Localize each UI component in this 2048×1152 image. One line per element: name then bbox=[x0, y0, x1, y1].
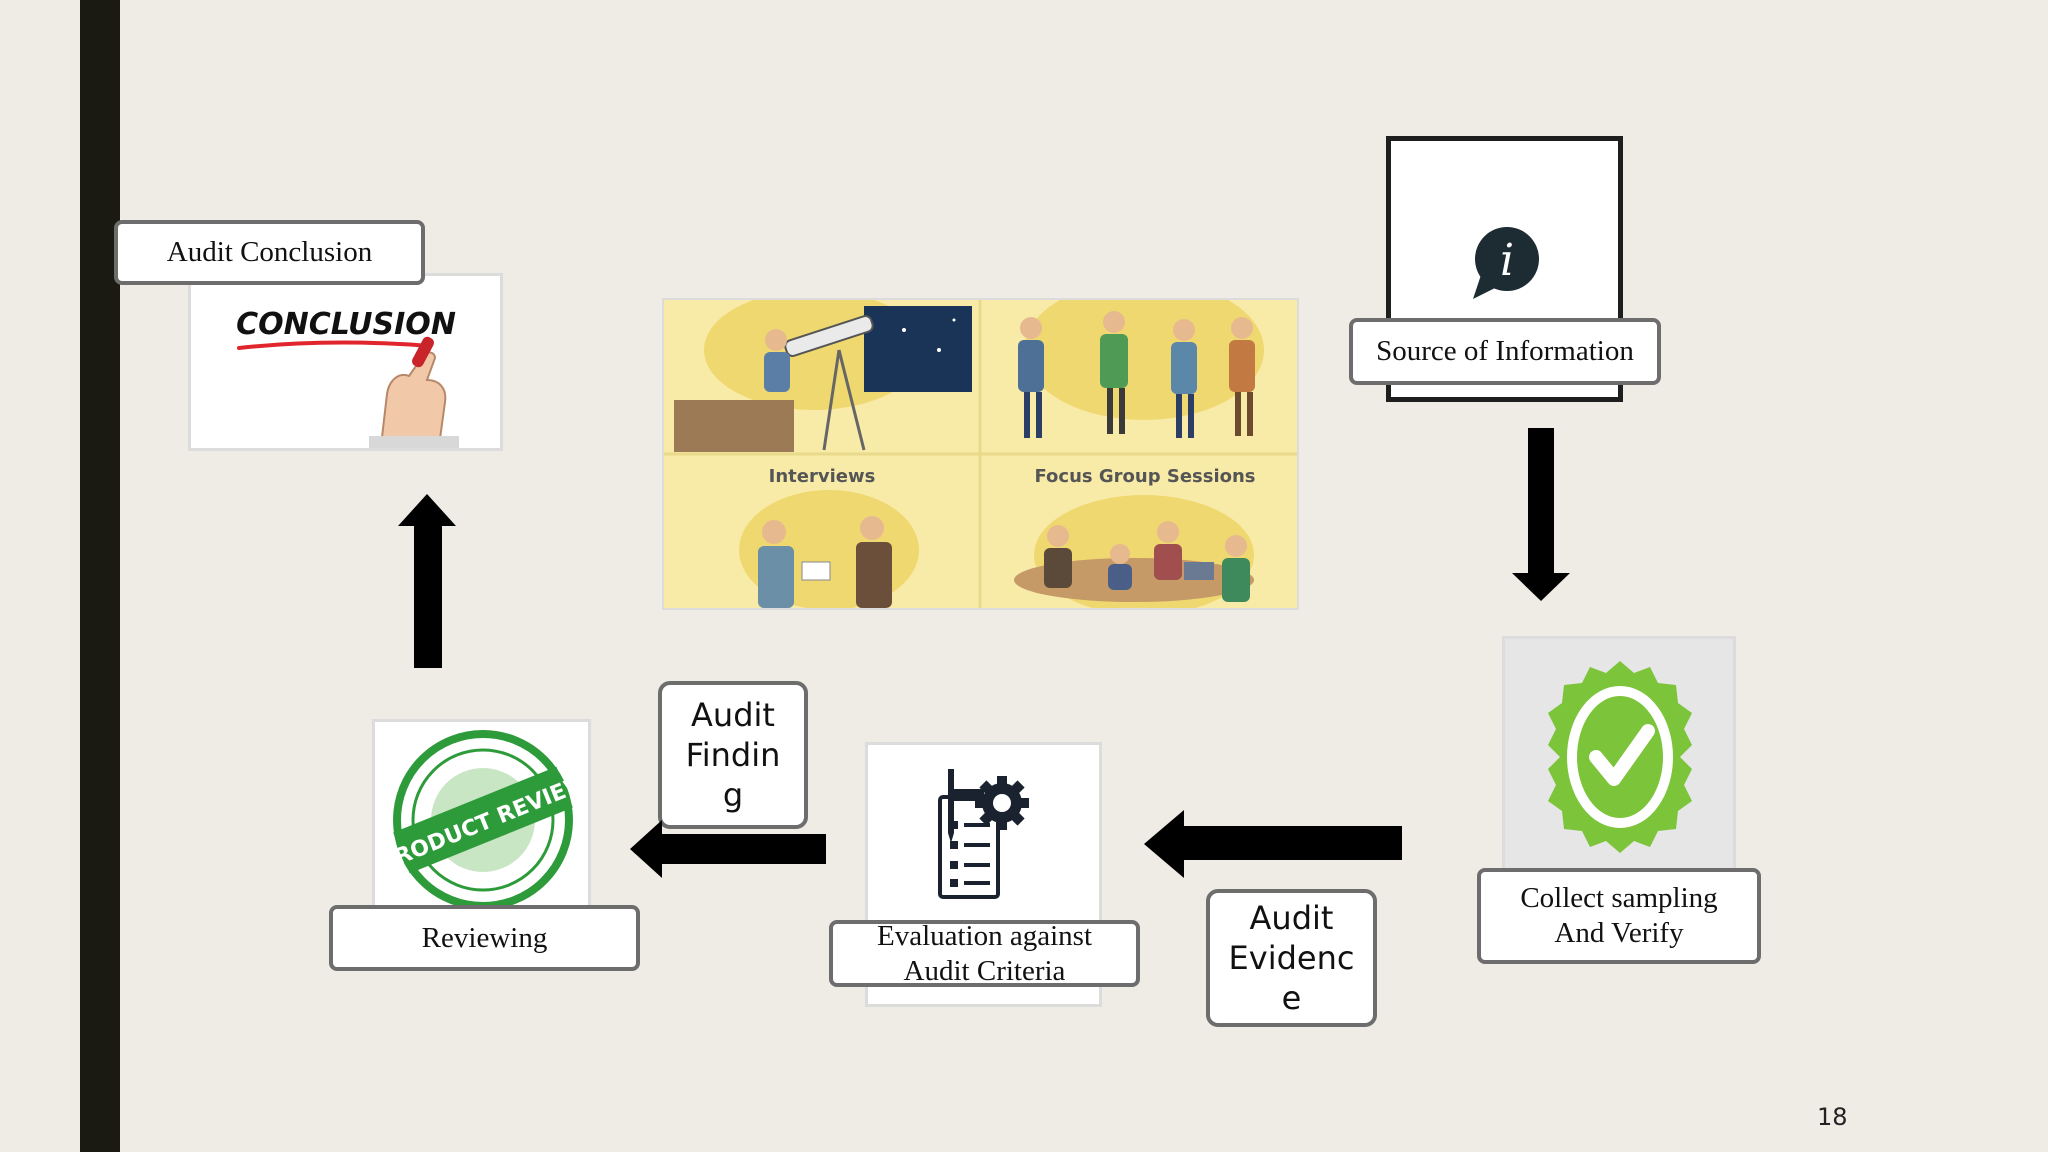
reviewing-image: PRODUCT REVIEW bbox=[372, 719, 591, 912]
audit-finding-label: Audit Findin g bbox=[658, 681, 808, 829]
arrow-up-reviewing-to-conclusion bbox=[398, 494, 456, 668]
collect-sampling-label: Collect sampling And Verify bbox=[1477, 868, 1761, 964]
product-review-stamp-icon: PRODUCT REVIEW bbox=[389, 730, 577, 909]
source-of-information-label: Source of Information bbox=[1349, 318, 1661, 385]
interviews-focus-group-collage: Interviews Focus Group Sessions bbox=[662, 298, 1299, 610]
reviewing-label: Reviewing bbox=[329, 905, 640, 971]
arrow-left-collect-to-evaluation bbox=[1144, 810, 1402, 878]
collect-sampling-image bbox=[1502, 636, 1736, 875]
arrow-left-evaluation-to-reviewing bbox=[630, 820, 826, 878]
evaluation-label: Evaluation against Audit Criteria bbox=[829, 920, 1140, 987]
collage-caption-interviews: Interviews bbox=[769, 466, 876, 487]
conclusion-image: CONCLUSION bbox=[188, 273, 503, 451]
page-number: 18 bbox=[1817, 1103, 1848, 1131]
collage-caption-focus-group: Focus Group Sessions bbox=[1034, 466, 1255, 487]
checklist-gear-icon bbox=[938, 769, 1029, 899]
accent-sidebar-bar bbox=[80, 0, 120, 1152]
conclusion-word: CONCLUSION bbox=[236, 307, 456, 342]
green-check-seal-icon bbox=[1548, 661, 1692, 853]
svg-text:i: i bbox=[1500, 235, 1514, 286]
audit-evidence-label: Audit Evidenc e bbox=[1206, 889, 1377, 1027]
info-speech-bubble-icon: i bbox=[1473, 227, 1539, 299]
arrow-down-source-to-collect bbox=[1512, 428, 1570, 601]
audit-conclusion-label: Audit Conclusion bbox=[114, 220, 425, 285]
